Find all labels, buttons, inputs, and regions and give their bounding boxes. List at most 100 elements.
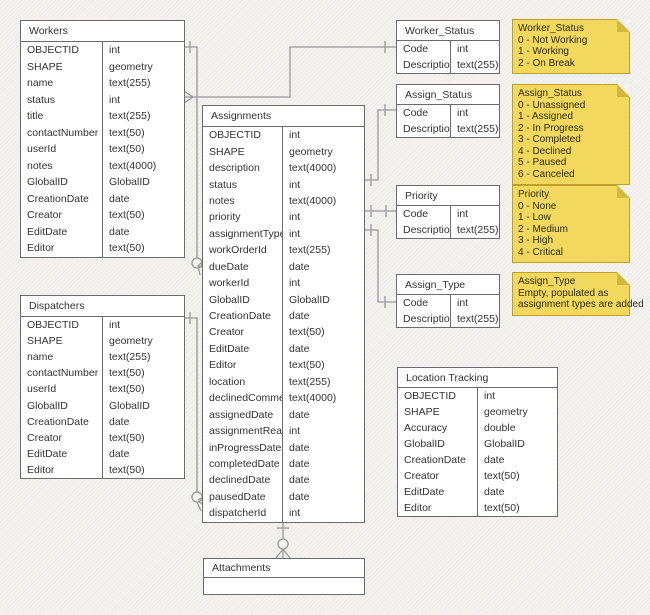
field-name: CreationDate (203, 307, 283, 325)
field-type: text(50) (109, 463, 145, 476)
field-name: Code (397, 41, 451, 57)
connector-assignments-attachments[interactable] (275, 521, 291, 559)
note-line: 6 - Canceled (518, 168, 575, 180)
connector-workers-assignments[interactable] (184, 41, 206, 276)
field-name: dispatcherId (203, 505, 283, 522)
connector-assignments-assign-status[interactable] (365, 104, 396, 186)
field-type: text(255) (457, 123, 499, 135)
field-type: int (457, 208, 469, 220)
field-type: text(4000) (109, 159, 157, 172)
connector-assignments-priority[interactable] (365, 205, 396, 217)
field-name: inProgressDate (203, 439, 283, 456)
note-line: 2 - Medium (518, 223, 569, 235)
field-type: GlobalID (289, 293, 330, 306)
note-line: 3 - High (518, 235, 554, 246)
field-name: Creator (21, 207, 103, 224)
note-line: 2 - In Progress (518, 122, 584, 134)
field-name: userId (21, 381, 103, 398)
field-name: Code (397, 105, 451, 121)
field-name: Accuracy (398, 420, 478, 436)
field-type: text(50) (109, 383, 145, 396)
field-type: geometry (109, 60, 153, 73)
field-type: text(50) (289, 326, 325, 339)
field-name: SHAPE (21, 58, 103, 75)
field-type: text(4000) (289, 162, 337, 175)
connector-assignments-assign-type[interactable] (365, 224, 396, 308)
field-name: Editor (21, 240, 103, 257)
field-name: Code (397, 295, 451, 311)
cardinality-zero-circle (277, 538, 289, 550)
note-fold-corner-icon (617, 19, 630, 32)
field-type: date (289, 441, 310, 454)
field-name: GlobalID (21, 174, 103, 191)
field-name: EditDate (203, 340, 283, 358)
field-name: notes (21, 157, 103, 174)
note-line: 3 - Completed (518, 134, 581, 145)
field-type: date (109, 447, 130, 460)
table-attachments[interactable]: Attachments (203, 558, 365, 595)
table-row: SHAPE geometry (21, 58, 184, 75)
field-name: assignedDate (203, 406, 283, 423)
note-line: Empty, populated as (518, 287, 609, 299)
connector-workers-worker-status[interactable] (183, 41, 396, 104)
field-type: text(50) (109, 209, 145, 222)
table-title: Dispatchers (21, 296, 184, 317)
field-type: int (457, 297, 469, 309)
note-line: 0 - None (518, 200, 557, 212)
note-line: 4 - Declined (518, 145, 572, 157)
field-name: SHAPE (21, 333, 103, 350)
field-type: text(4000) (289, 392, 337, 405)
table-title: Assign_Status (397, 85, 499, 105)
note-title: Assign_Type (518, 276, 576, 287)
field-type: int (109, 44, 121, 57)
field-type: GlobalID (109, 399, 150, 412)
field-type: GlobalID (484, 438, 525, 450)
field-type: int (109, 319, 121, 332)
field-type: geometry (109, 335, 153, 348)
field-name: contactNumber (21, 365, 103, 382)
field-type: int (457, 107, 469, 119)
note-line: 1 - Low (518, 212, 551, 223)
field-type: text(50) (289, 359, 325, 372)
note-title: Worker_Status (518, 23, 584, 34)
field-name: name (21, 349, 103, 366)
field-name: Editor (21, 461, 103, 478)
note-title: Assign_Status (518, 88, 582, 99)
